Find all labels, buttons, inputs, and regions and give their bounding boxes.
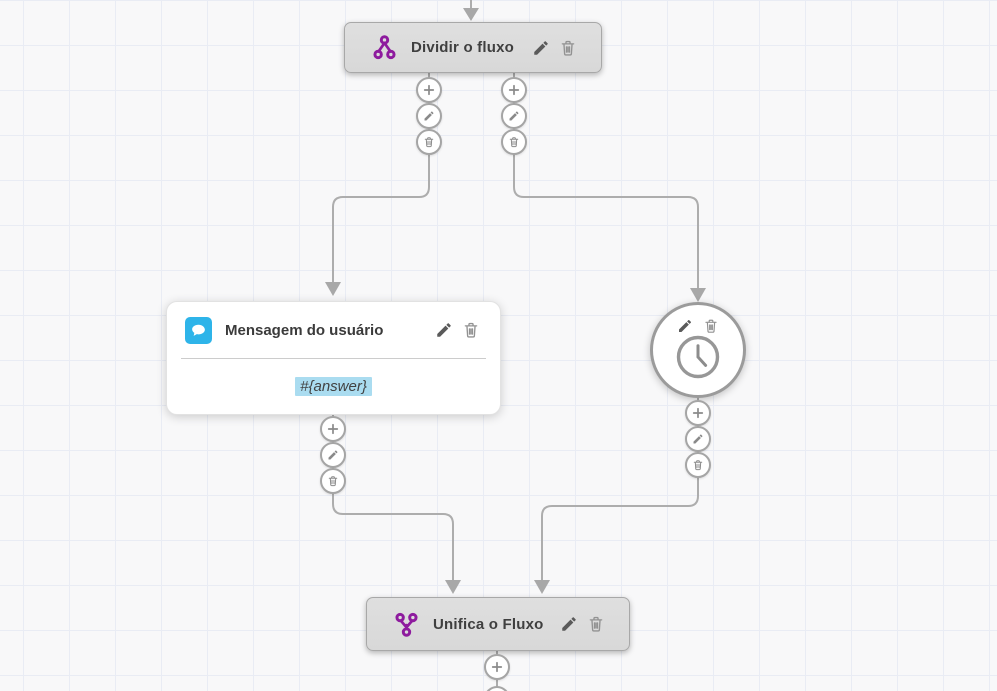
timer-to-merge-connector [541,396,699,580]
edit-connector-button[interactable] [416,103,442,129]
node-merge-flow[interactable]: Unifica o Fluxo [366,597,630,651]
node-title: Dividir o fluxo [411,39,515,56]
split-flow-icon [373,35,396,60]
plus-icon [423,84,435,96]
plus-icon [508,84,520,96]
pencil-icon [562,617,576,631]
pencil-icon [679,319,692,332]
edit-connector-button[interactable] [685,426,711,452]
message-to-merge-arrowhead [445,580,461,594]
edit-connector-button[interactable] [501,103,527,129]
trash-icon [693,460,703,471]
add-step-button[interactable] [501,77,527,103]
split-to-timer-arrowhead [690,288,706,302]
delete-connector-button[interactable] [685,452,711,478]
node-timer[interactable] [650,302,746,398]
split-to-message-arrowhead [325,282,341,296]
pencil-icon [424,111,434,121]
pencil-icon [437,323,451,337]
add-step-button[interactable] [484,654,510,680]
pencil-icon [328,450,338,460]
add-step-button[interactable] [320,416,346,442]
delete-node-button[interactable] [703,318,719,334]
plus-icon [327,423,339,435]
trash-icon [328,476,338,487]
node-title: Mensagem do usuário [225,321,384,339]
split-to-timer-connector [513,73,699,289]
edit-node-button[interactable] [560,615,578,633]
edit-connector-button[interactable] [320,442,346,468]
node-split-flow[interactable]: Dividir o fluxo [344,22,602,73]
trash-icon [424,137,434,148]
pencil-icon [693,434,703,444]
split-to-message-connector [332,73,430,283]
delete-connector-button[interactable] [501,129,527,155]
message-to-merge-connector [332,415,454,580]
trash-icon [509,137,519,148]
plus-icon [491,661,503,673]
entry-arrowhead [463,8,479,21]
add-step-button[interactable] [416,77,442,103]
trash-icon [464,322,478,338]
trash-icon [705,319,717,333]
delete-connector-button[interactable] [416,129,442,155]
chat-bubble-icon [185,316,212,344]
trash-icon [561,40,575,56]
card-divider [181,358,486,359]
edit-node-button[interactable] [677,318,693,334]
node-user-message[interactable]: Mensagem do usuário #{answer} [166,301,501,415]
timer-to-merge-arrowhead [534,580,550,594]
trash-icon [589,616,603,632]
plus-icon [692,407,704,419]
pencil-icon [534,40,548,55]
delete-node-button[interactable] [462,321,480,339]
clock-icon [676,335,720,379]
delete-node-button[interactable] [587,615,605,633]
user-message-header: Mensagem do usuário [167,302,500,358]
edit-node-button[interactable] [435,321,453,339]
node-title: Unifica o Fluxo [433,615,544,633]
user-message-body: #{answer} [167,359,500,414]
merge-flow-icon [395,612,418,637]
delete-node-button[interactable] [559,39,577,57]
edit-node-button[interactable] [532,39,550,57]
variable-chip[interactable]: #{answer} [295,377,372,396]
add-step-button[interactable] [685,400,711,426]
timer-actions [677,318,719,334]
delete-connector-button[interactable] [320,468,346,494]
pencil-icon [509,111,519,121]
